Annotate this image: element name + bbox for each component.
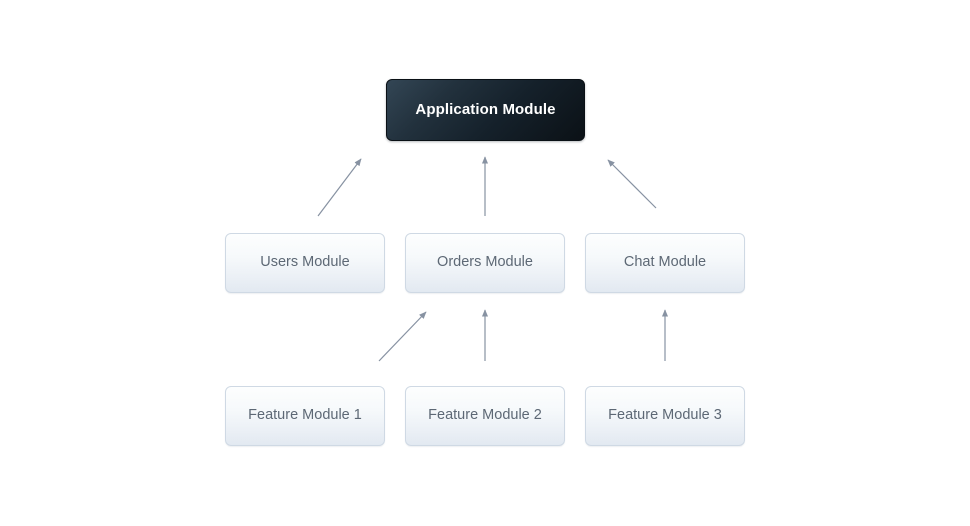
node-users-module[interactable]: Users Module <box>225 233 385 293</box>
edge-chat-to-application <box>607 159 657 209</box>
node-application-module[interactable]: Application Module <box>386 79 585 141</box>
node-orders-module[interactable]: Orders Module <box>405 233 565 293</box>
node-chat-module[interactable]: Chat Module <box>585 233 745 293</box>
node-feature-module-2[interactable]: Feature Module 2 <box>405 386 565 446</box>
node-feature-module-3[interactable]: Feature Module 3 <box>585 386 745 446</box>
edge-feature1-to-orders <box>378 311 427 362</box>
node-feature-module-1[interactable]: Feature Module 1 <box>225 386 385 446</box>
edge-users-to-application <box>317 158 362 217</box>
